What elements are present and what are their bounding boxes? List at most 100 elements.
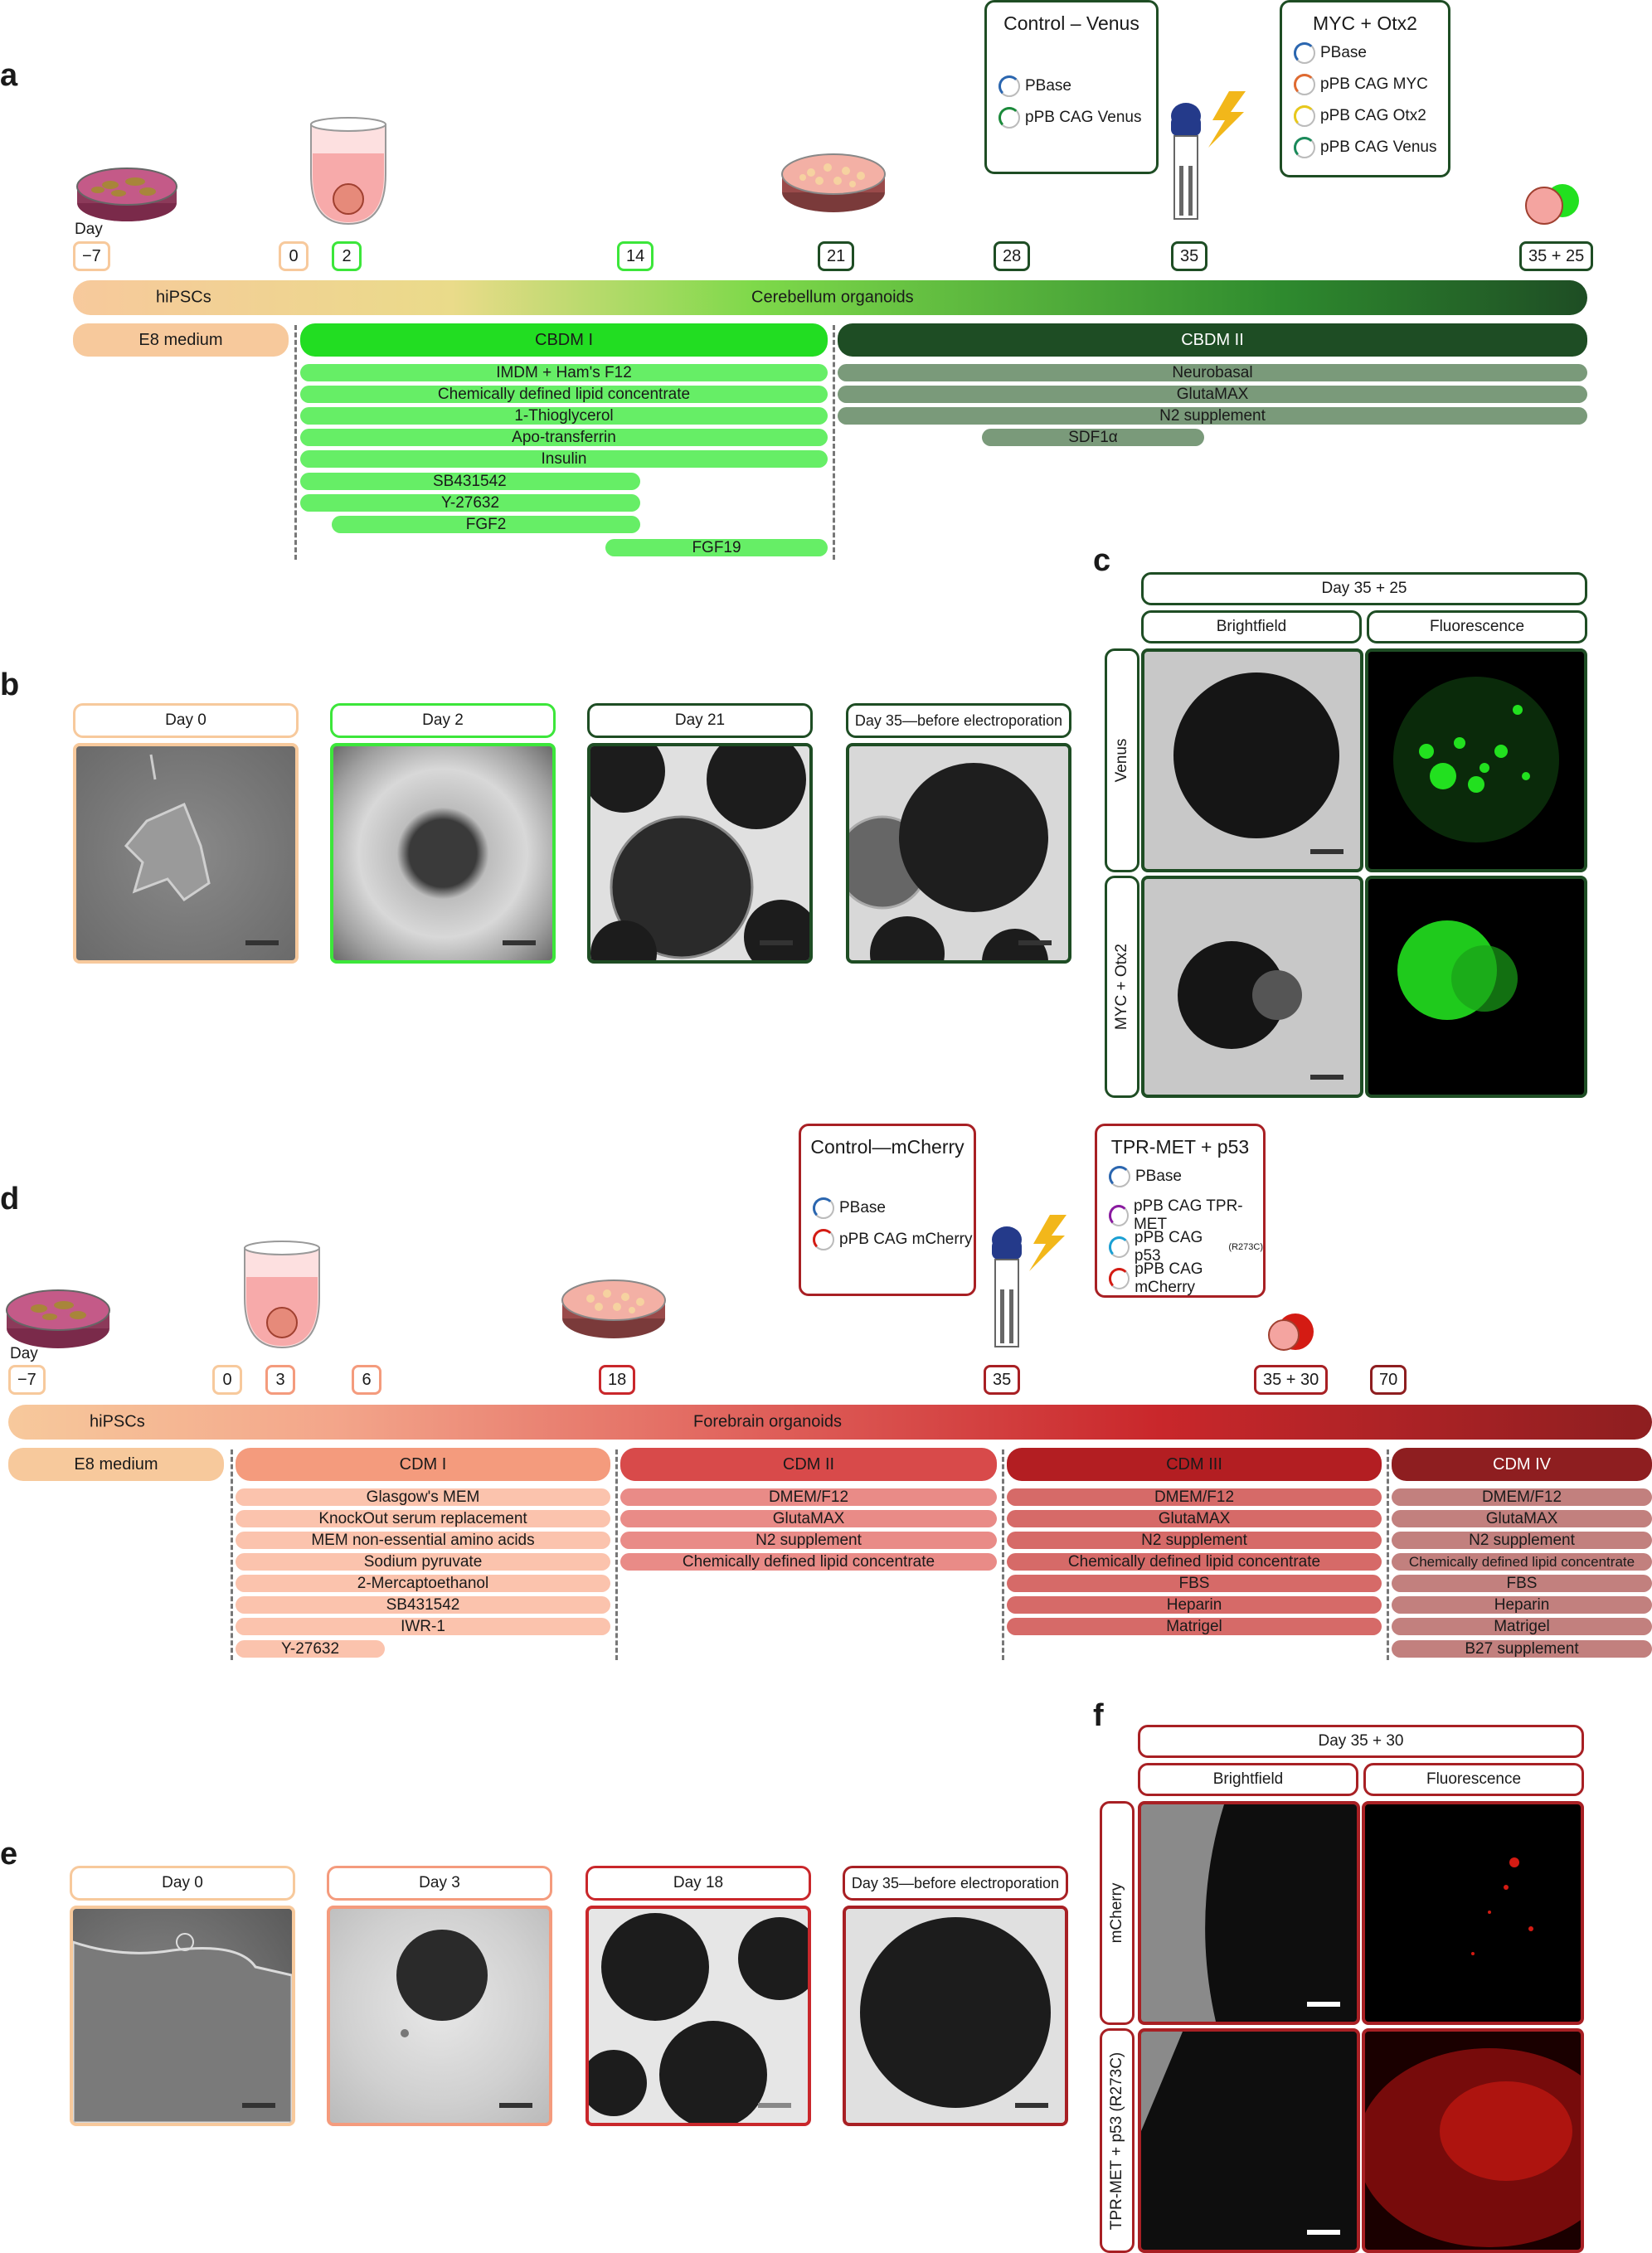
day-box: 35 [984,1365,1021,1395]
column-header-fluorescence: Fluorescence [1363,1763,1584,1796]
plasmid-row: PBase [1109,1166,1182,1187]
plasmid-ring-icon [1294,74,1315,95]
cbdm2-component: Neurobasal [838,364,1587,381]
cdm4-component: Chemically defined lipid concentrate [1392,1553,1652,1571]
scale-bar [760,940,793,945]
brightfield-myc-otx2 [1141,876,1363,1098]
timeline-bar-left-label: hiPSCs [90,1412,145,1431]
day-box: 0 [212,1365,242,1395]
timeline-bar-center-label: Cerebellum organoids [751,288,914,307]
divider [833,325,835,560]
cdm3-component: Matrigel [1007,1618,1382,1635]
divider [231,1449,233,1660]
day-box: 21 [818,241,855,271]
image-label: Day 18 [585,1866,811,1901]
plasmid-label-sup: (R273C) [1228,1242,1263,1252]
day-box: 35 + 30 [1254,1365,1329,1395]
day-box: 2 [332,241,362,271]
image-label: Day 35—before electroporation [846,703,1071,738]
cdm4-component: N2 supplement [1392,1532,1652,1549]
plasmid-ring-icon [1109,1268,1130,1289]
day-header: Day 35 + 30 [1138,1725,1584,1758]
cbdm1-component: 1-Thioglycerol [300,407,828,425]
brightfield-venus [1141,648,1363,872]
plasmid-ring-icon [998,107,1020,129]
panel-letter-f: f [1093,1698,1104,1733]
cdm1-component: Glasgow's MEM [236,1488,610,1506]
cbdm1-component: FGF2 [332,516,640,533]
row-label-text: MYC + Otx2 [1113,944,1130,1030]
plasmid-row: pPB CAG Venus [998,107,1141,129]
plasmid-label: pPB CAG mCherry [1135,1260,1203,1296]
scale-bar [242,2103,275,2108]
fluorescence-myc-otx2 [1365,876,1587,1098]
plasmid-ring-icon [1109,1236,1130,1258]
row-label-venus: Venus [1105,648,1139,872]
micrograph-day35-cerebellum [846,743,1071,964]
panel-letter-c: c [1093,543,1111,578]
medium-cdm3: CDM III [1007,1448,1382,1481]
cdm1-component: IWR-1 [236,1618,610,1635]
fluorescence-tpr-met-p53 [1362,2028,1584,2253]
row-label-mcherry: mCherry [1100,1801,1135,2025]
culture-dish-icon-4 [561,1279,666,1338]
plasmid-row: pPB CAG mCherry [813,1229,972,1250]
plasmid-box-tpr-met-p53: TPR-MET + p53 PBase pPB CAG TPR-MET pPB … [1095,1124,1266,1298]
plasmid-row: pPB CAG mCherry [1109,1260,1263,1297]
cdm1-component: Y-27632 [236,1640,385,1658]
culture-dish-icon-2 [781,153,886,212]
row-label-text: TPR-MET + p53 (R273C) [1108,2051,1125,2230]
plasmid-row: PBase [1294,42,1367,64]
cbdm1-component: Chemically defined lipid concentrate [300,386,828,403]
cdm2-component: GlutaMAX [620,1510,997,1527]
plasmid-label: PBase [1320,44,1367,61]
plasmid-label: PBase [1025,77,1071,95]
cdm3-component: N2 supplement [1007,1532,1382,1549]
divider [294,325,297,560]
timeline-bar-center-label: Forebrain organoids [693,1412,842,1431]
cdm3-component: Chemically defined lipid concentrate [1007,1553,1382,1571]
plasmid-row: pPB CAG Otx2 [1294,105,1426,127]
plasmid-ring-icon [1109,1166,1130,1187]
medium-e8: E8 medium [73,323,289,357]
micrograph-day0-forebrain [70,1906,295,2126]
plasmid-row: pPB CAG Venus [1294,137,1436,158]
medium-cdm4: CDM IV [1392,1448,1652,1481]
plasmid-ring-icon [1109,1205,1129,1226]
day-box: 6 [352,1365,381,1395]
cbdm1-component: IMDM + Ham's F12 [300,364,828,381]
scale-bar [499,2103,532,2108]
plasmid-label: PBase [839,1199,886,1216]
plasmid-ring-icon [1294,137,1315,158]
divider [615,1449,618,1660]
medium-cbdm2: CBDM II [838,323,1587,357]
scale-bar [1307,2002,1340,2007]
plasmid-row: PBase [998,75,1071,97]
day-prefix: Day [10,1345,38,1362]
image-label: Day 0 [70,1866,295,1901]
medium-cdm1: CDM I [236,1448,610,1481]
cdm4-component: FBS [1392,1575,1652,1592]
panel-letter-b: b [0,668,20,702]
cdm1-component: 2-Mercaptoethanol [236,1575,610,1592]
plasmid-row: PBase [813,1197,886,1219]
cdm1-component: MEM non-essential amino acids [236,1532,610,1549]
plasmid-label: pPB CAG TPR-MET [1133,1197,1243,1233]
image-label: Day 2 [330,703,556,738]
timeline-bar-left-label: hiPSCs [156,288,211,307]
medium-cdm2: CDM II [620,1448,997,1481]
cbdm2-component: GlutaMAX [838,386,1587,403]
cbdm1-component: Y-27632 [300,494,640,512]
plasmid-label: pPB CAG mCherry [839,1231,973,1248]
divider [1002,1449,1004,1660]
row-label-text: mCherry [1108,1882,1125,1944]
cdm3-component: GlutaMAX [1007,1510,1382,1527]
day-prefix: Day [75,221,103,238]
plasmid-label: pPB CAG Otx2 [1320,107,1426,124]
culture-dish-icon [76,168,177,221]
plasmid-label: PBase [1135,1168,1182,1185]
scale-bar [503,940,536,945]
plasmid-ring-icon [1294,42,1315,64]
scale-bar [1018,940,1052,945]
micrograph-day21-cerebellum [587,743,813,964]
